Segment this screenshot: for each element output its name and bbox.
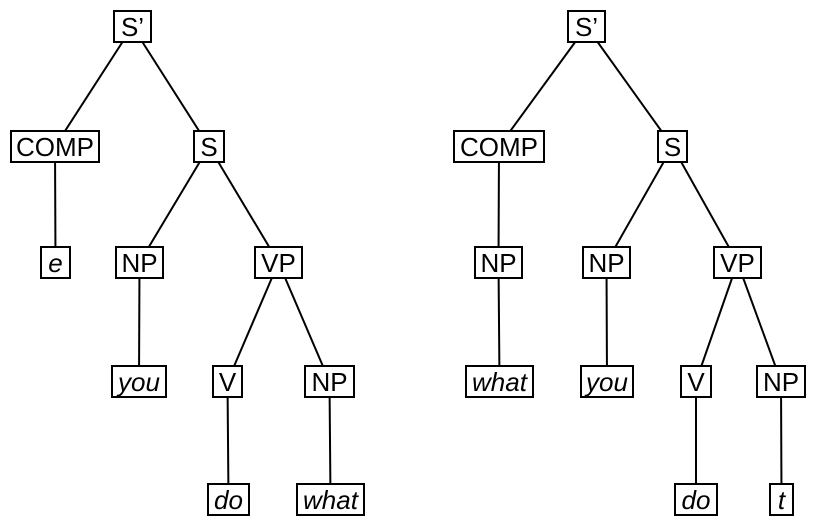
node-right-np-comp: NP [474,246,523,279]
edge-left-vp-v [226,262,280,382]
node-right-s: S [657,130,688,163]
edge-right-sbar-s [585,25,674,148]
node-right-np-object: NP [756,365,806,398]
edge-right-npcomp-what [497,262,501,382]
edge-left-sbar-comp [54,25,134,148]
edge-right-sbar-comp [498,25,588,148]
node-left-np-subject: NP [115,246,164,279]
edge-right-comp-np [497,146,500,263]
edge-left-s-np [138,145,210,264]
node-right-vp: VP [713,246,762,279]
node-right-do: do [674,483,718,516]
edge-left-np-what [328,381,332,500]
edge-right-vp-v [695,262,739,382]
node-right-v: V [680,365,712,398]
edge-left-v-do [226,381,230,500]
edge-left-s-vp [208,145,280,264]
edge-right-vp-np [736,262,782,382]
node-right-s-bar: S’ [567,10,606,43]
edge-right-np-you [605,262,608,382]
node-left-v: V [212,365,243,398]
node-right-np-subject: NP [582,246,631,279]
edge-left-sbar-s [131,25,210,148]
node-right-comp: COMP [453,130,545,163]
node-left-e: e [40,246,71,279]
edge-left-comp-e [54,146,57,263]
edge-right-s-np [605,146,674,263]
node-left-s: S [193,130,225,163]
edge-right-np-t [780,381,783,500]
node-right-t: t [769,483,794,516]
node-left-s-bar: S’ [113,10,152,43]
node-right-what: what [465,365,534,398]
edge-left-vp-np [277,262,331,382]
node-left-you: you [111,365,167,398]
node-left-comp: COMP [10,130,100,163]
node-right-you: you [580,365,634,398]
node-left-do: do [207,483,250,516]
edge-right-s-vp [671,146,739,263]
node-left-np-object: NP [304,365,355,398]
node-left-what: what [296,483,365,516]
node-left-vp: VP [254,246,303,279]
edge-left-np-you [138,262,141,382]
